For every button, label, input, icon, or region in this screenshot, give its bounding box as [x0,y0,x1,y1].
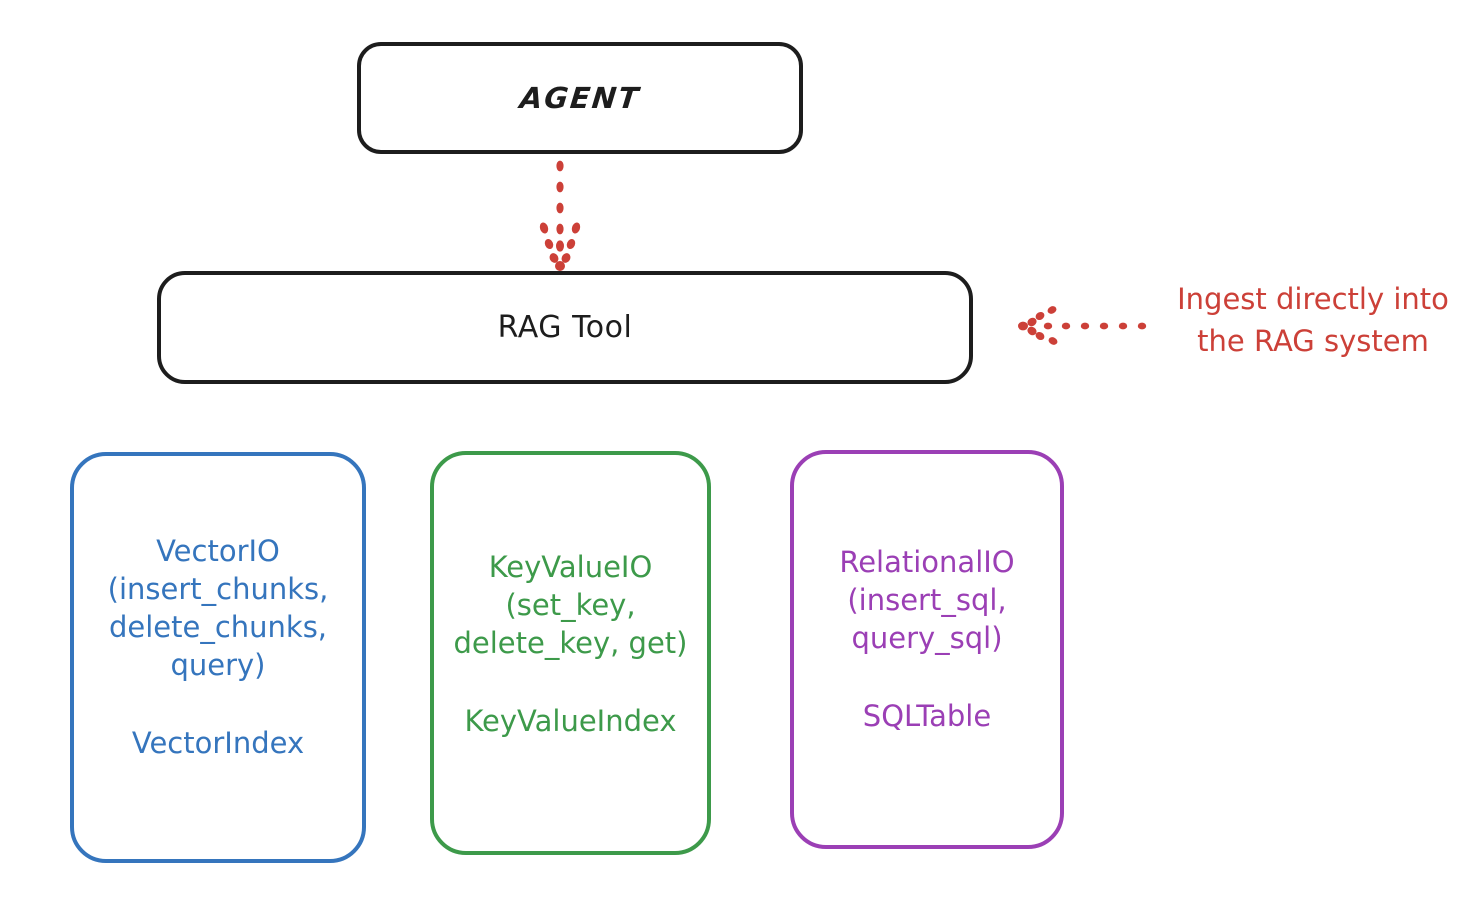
connector-ingest-to-rag-tool-icon [1018,306,1147,345]
node-key-value-io-api: KeyValueIO (set_key, delete_key, get) [453,550,688,660]
node-relational-io-api: RelationalIO (insert_sql, query_sql) [839,544,1015,655]
node-vector-io-api: VectorIO (insert_chunks, delete_chunks, … [107,533,329,682]
node-agent[interactable]: AGENT [357,42,803,154]
node-key-value-io-index: KeyValueIndex [464,704,677,738]
node-relational-io[interactable]: RelationalIO (insert_sql, query_sql) SQL… [790,450,1064,849]
node-relational-io-content: RelationalIO (insert_sql, query_sql) SQL… [804,543,1050,735]
node-agent-label: AGENT [518,81,642,115]
node-vector-io-index: VectorIndex [131,725,305,760]
node-rag-tool[interactable]: RAG Tool [157,271,973,384]
node-relational-io-index: SQLTable [862,698,992,733]
annotation-ingest-directly: Ingest directly into the RAG system [1177,282,1449,358]
connector-agent-to-rag-tool-icon [539,160,581,271]
node-rag-tool-label: RAG Tool [497,310,633,345]
node-key-value-io[interactable]: KeyValueIO (set_key, delete_key, get) Ke… [430,451,711,855]
node-key-value-io-content: KeyValueIO (set_key, delete_key, get) Ke… [444,548,697,740]
node-vector-io-content: VectorIO (insert_chunks, delete_chunks, … [84,532,352,762]
node-vector-io[interactable]: VectorIO (insert_chunks, delete_chunks, … [70,452,366,863]
